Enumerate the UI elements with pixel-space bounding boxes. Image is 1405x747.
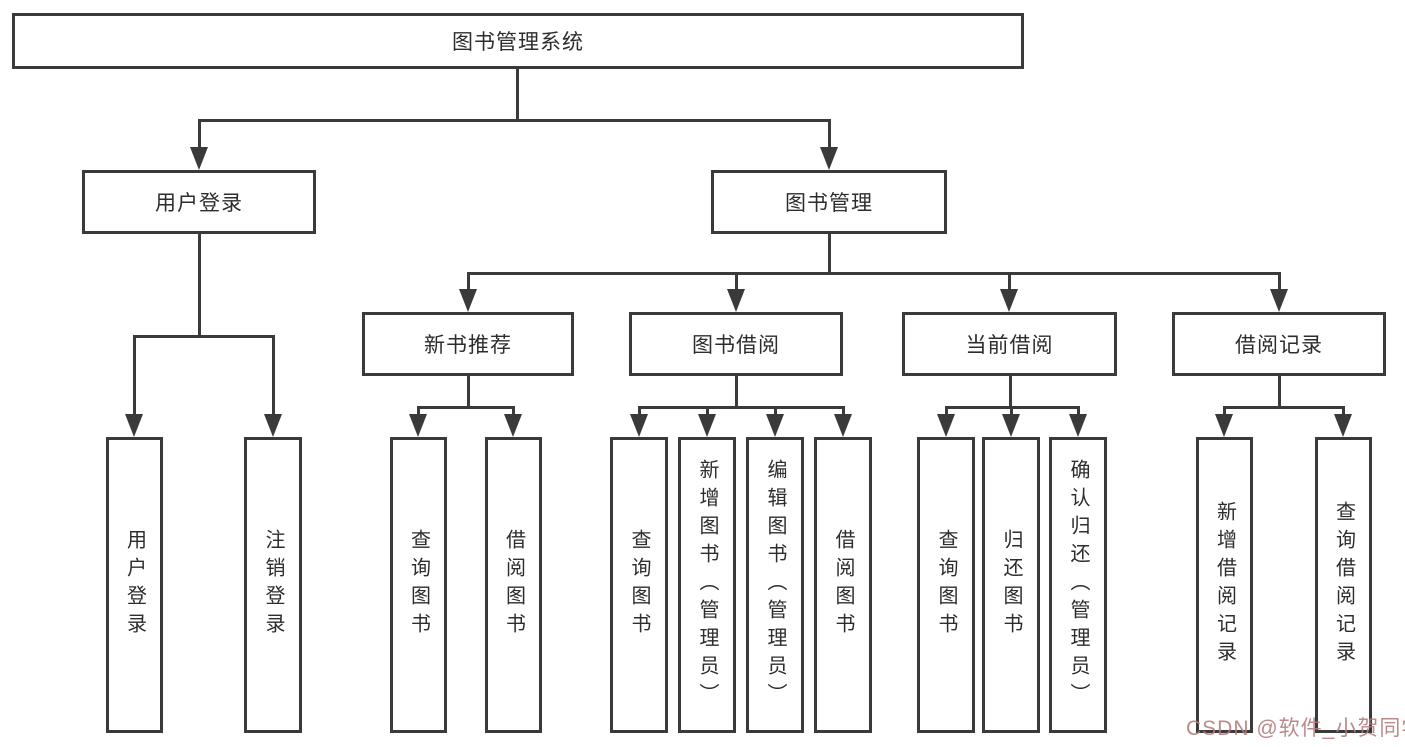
- arrowhead-down-icon: [1334, 414, 1352, 437]
- arrowhead-down-icon: [459, 289, 477, 312]
- node-book-management: 图书管理: [711, 170, 947, 234]
- csdn-watermark: CSDN @软件_小贺同学: [1186, 717, 1405, 740]
- connector-root-stub: [516, 69, 519, 121]
- leaf-confirm-return-admin: 确认归还（管理员）: [1049, 437, 1107, 733]
- leaf-edit-book-admin: 编辑图书（管理员）: [746, 437, 804, 733]
- arrowhead-down-icon: [766, 414, 784, 437]
- connector-drop: [272, 335, 275, 416]
- arrowhead-down-icon: [1069, 414, 1087, 437]
- connector-drop: [1077, 406, 1080, 418]
- connector-drop: [198, 119, 201, 151]
- arrowhead-down-icon: [727, 289, 745, 312]
- leaf-add-book-admin: 新增图书（管理员）: [678, 437, 736, 733]
- connector-drop: [842, 406, 845, 418]
- connector-drop: [1010, 406, 1013, 418]
- leaf-user-login: 用户登录: [106, 437, 163, 733]
- connector-level3-rail: [467, 272, 1281, 275]
- connector-drop: [1008, 272, 1011, 292]
- leaf-logout: 注销登录: [244, 437, 302, 733]
- arrowhead-down-icon: [1002, 414, 1020, 437]
- arrowhead-down-icon: [1000, 289, 1018, 312]
- connector-drop: [706, 406, 709, 418]
- arrowhead-down-icon: [125, 414, 143, 437]
- connector-rail: [1223, 406, 1345, 409]
- arrowhead-down-icon: [264, 414, 282, 437]
- arrowhead-down-icon: [190, 147, 208, 170]
- leaf-borrow-books-recommend: 借阅图书: [485, 437, 542, 733]
- arrowhead-down-icon: [409, 414, 427, 437]
- connector-drop: [828, 119, 831, 151]
- connector-drop: [735, 272, 738, 292]
- arrowhead-down-icon: [1215, 414, 1233, 437]
- connector-userlogin-stub: [198, 234, 201, 337]
- arrowhead-down-icon: [1270, 289, 1288, 312]
- leaf-query-borrow-record: 查询借阅记录: [1315, 437, 1372, 733]
- connector-drop: [1223, 406, 1226, 418]
- connector-userlogin-rail: [133, 335, 275, 338]
- arrowhead-down-icon: [630, 414, 648, 437]
- node-root: 图书管理系统: [12, 13, 1024, 69]
- connector-rail: [417, 406, 515, 409]
- leaf-query-books-current: 查询图书: [917, 437, 975, 733]
- connector-bookmgmt-stub: [828, 234, 831, 274]
- connector-stub: [735, 376, 738, 408]
- connector-drop: [945, 406, 948, 418]
- connector-stub: [467, 376, 470, 408]
- connector-drop: [133, 335, 136, 416]
- leaf-add-borrow-record: 新增借阅记录: [1196, 437, 1253, 733]
- arrowhead-down-icon: [698, 414, 716, 437]
- arrowhead-down-icon: [820, 147, 838, 170]
- leaf-return-book: 归还图书: [982, 437, 1040, 733]
- connector-level2-rail: [198, 119, 831, 122]
- leaf-query-books-borrow: 查询图书: [610, 437, 668, 733]
- node-new-book-recommend: 新书推荐: [362, 312, 574, 376]
- connector-drop: [1278, 272, 1281, 292]
- node-borrow-records: 借阅记录: [1172, 312, 1386, 376]
- leaf-borrow-book: 借阅图书: [814, 437, 872, 733]
- connector-stub: [1278, 376, 1281, 408]
- connector-stub: [1009, 376, 1012, 408]
- connector-drop: [512, 406, 515, 418]
- arrowhead-down-icon: [937, 414, 955, 437]
- connector-drop: [774, 406, 777, 418]
- node-user-login: 用户登录: [82, 170, 316, 234]
- arrowhead-down-icon: [834, 414, 852, 437]
- leaf-query-books-recommend: 查询图书: [390, 437, 447, 733]
- arrowhead-down-icon: [504, 414, 522, 437]
- node-current-borrow: 当前借阅: [902, 312, 1117, 376]
- connector-drop: [638, 406, 641, 418]
- connector-drop: [467, 272, 470, 292]
- connector-rail: [638, 406, 845, 409]
- node-book-borrow: 图书借阅: [629, 312, 843, 376]
- connector-drop: [417, 406, 420, 418]
- connector-drop: [1342, 406, 1345, 418]
